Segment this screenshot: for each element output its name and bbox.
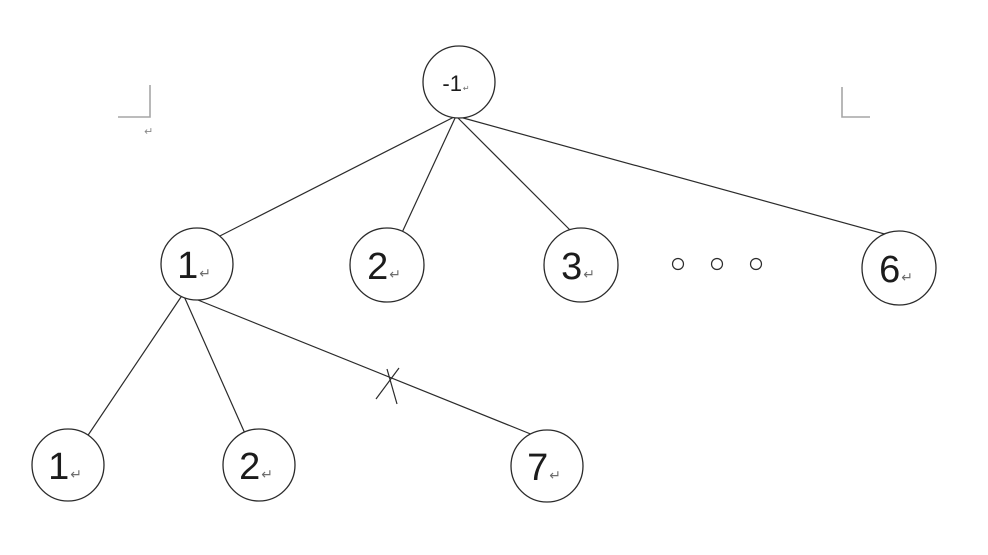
ellipsis-dot-1 xyxy=(671,257,685,271)
tree-node-level3-2[interactable] xyxy=(222,428,296,502)
tree-node-root[interactable] xyxy=(422,45,496,119)
edge-cross-mark-stroke-1[interactable] xyxy=(375,367,400,400)
tree-node-level2-1[interactable] xyxy=(160,227,234,301)
margin-corner-top-left xyxy=(118,85,151,118)
tree-node-level2-2[interactable] xyxy=(349,227,425,303)
tree-node-level3-7[interactable] xyxy=(510,429,584,503)
edge-root-to-1[interactable] xyxy=(209,115,457,242)
margin-corner-top-right xyxy=(841,87,870,118)
edge-root-to-6[interactable] xyxy=(455,115,900,239)
tree-node-level2-6[interactable] xyxy=(861,230,937,306)
edge-cross-mark-stroke-2[interactable] xyxy=(386,368,398,405)
edge-root-to-3[interactable] xyxy=(455,115,573,233)
tree-node-level3-1[interactable] xyxy=(31,428,105,502)
ellipsis-dot-2 xyxy=(710,257,724,271)
edge-1-to-child7[interactable] xyxy=(182,293,539,438)
ellipsis-dot-3 xyxy=(749,257,763,271)
tree-node-level2-3[interactable] xyxy=(543,227,619,303)
